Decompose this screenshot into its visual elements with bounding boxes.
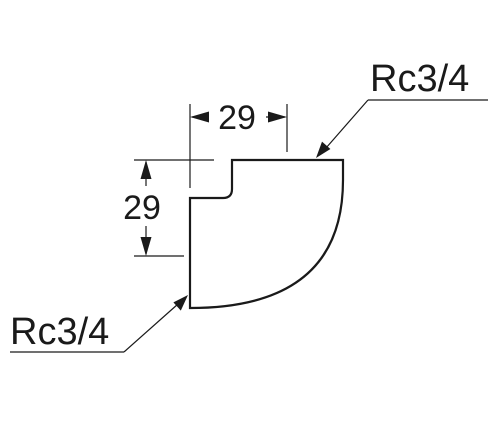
v-dim-arrow-top: [140, 160, 152, 179]
bottom-callout-arrow: [173, 295, 188, 311]
bottom-callout-leader: [123, 303, 179, 353]
top-callout-label: Rc3/4: [370, 58, 469, 100]
bottom-callout-label: Rc3/4: [10, 311, 109, 353]
top-callout-arrow: [316, 141, 331, 158]
fitting-body-outline: [188, 158, 345, 310]
h-dim-arrow-left: [190, 111, 209, 123]
h-dim-arrow-right: [268, 111, 287, 123]
v-dim-arrow-bottom: [140, 237, 152, 256]
v-dim-value: 29: [123, 189, 161, 227]
h-dim-value: 29: [218, 99, 256, 137]
top-callout-leader: [325, 99, 369, 149]
